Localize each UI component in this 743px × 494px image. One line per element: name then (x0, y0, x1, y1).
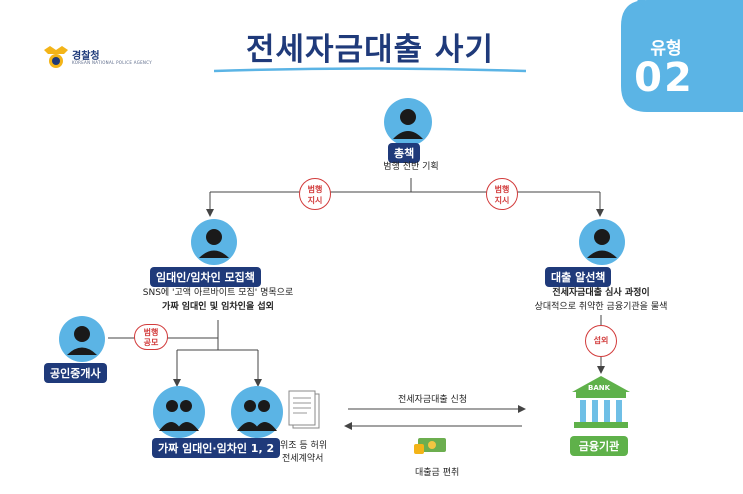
page-title: 전세자금대출 사기 (246, 32, 494, 68)
bank-building-icon (572, 376, 630, 428)
bank-sign: BANK (588, 384, 611, 392)
contract-line2: 전세계약서 (282, 454, 324, 464)
fake-parties-label: 가짜 임대인·임차인 1, 2 (152, 438, 281, 458)
embezzle-text: 대출금 편취 (415, 468, 460, 478)
agent-person-icon (59, 316, 105, 362)
loan-apply-text: 전세자금대출 신청 (398, 395, 468, 405)
fake-person-1-icon (153, 386, 205, 438)
recruiter-desc-line2: 가짜 임대인 및 임차인을 섭외 (162, 302, 274, 312)
money-icon (414, 438, 446, 454)
leader-person-icon (384, 98, 432, 146)
recruiter-label: 임대인/임차인 모집책 (150, 267, 261, 287)
type-badge (621, 0, 743, 112)
logo-text: 경찰청 (72, 51, 100, 62)
recruit-tag: 섭외 (585, 325, 617, 357)
bank-label: 금융기관 (570, 436, 628, 456)
agent-label: 공인중개사 (44, 363, 107, 383)
type-label: 유형 (650, 39, 682, 59)
document-icon (288, 390, 320, 429)
leader-desc: 범행 전반 기획 (383, 162, 439, 172)
recruiter-person-icon (191, 219, 237, 265)
broker-desc-line2: 상대적으로 취약한 금융기관을 물색 (534, 302, 668, 312)
recruiter-desc-line1: SNS에 '고액 아르바이트 모집' 명목으로 (142, 288, 294, 298)
police-logo (42, 42, 152, 76)
title-underline (214, 67, 526, 73)
broker-desc-line1: 전세자금대출 심사 과정이 (552, 288, 650, 298)
broker-person-icon (579, 219, 625, 265)
contract-line1: 위조 등 허위 (280, 441, 328, 451)
broker-label: 대출 알선책 (545, 267, 612, 287)
police-emblem-icon (44, 46, 68, 68)
leader-label: 총책 (388, 143, 421, 163)
type-number: 02 (634, 55, 694, 101)
fake-person-2-icon (231, 386, 283, 438)
logo-subtitle: KOREAN NATIONAL POLICE AGENCY (72, 60, 152, 65)
